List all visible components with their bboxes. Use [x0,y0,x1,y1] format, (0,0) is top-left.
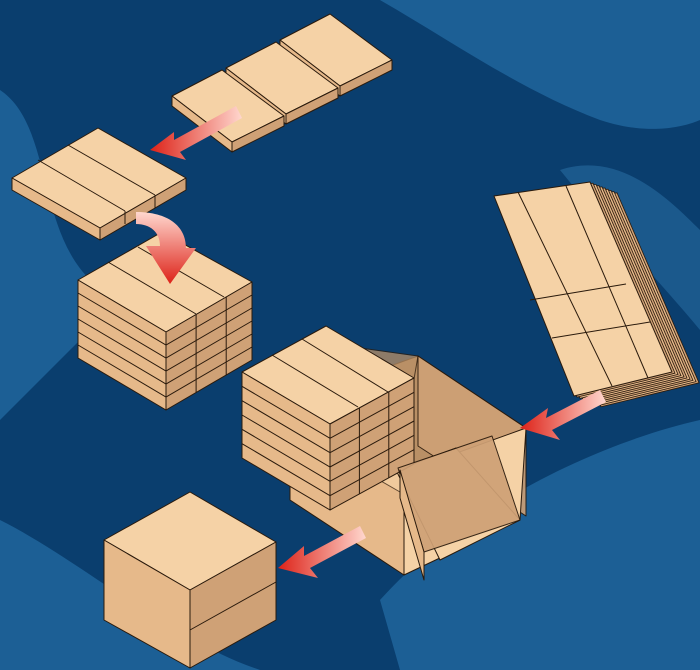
packing-process-illustration [0,0,700,670]
packing-diagram [0,0,700,670]
